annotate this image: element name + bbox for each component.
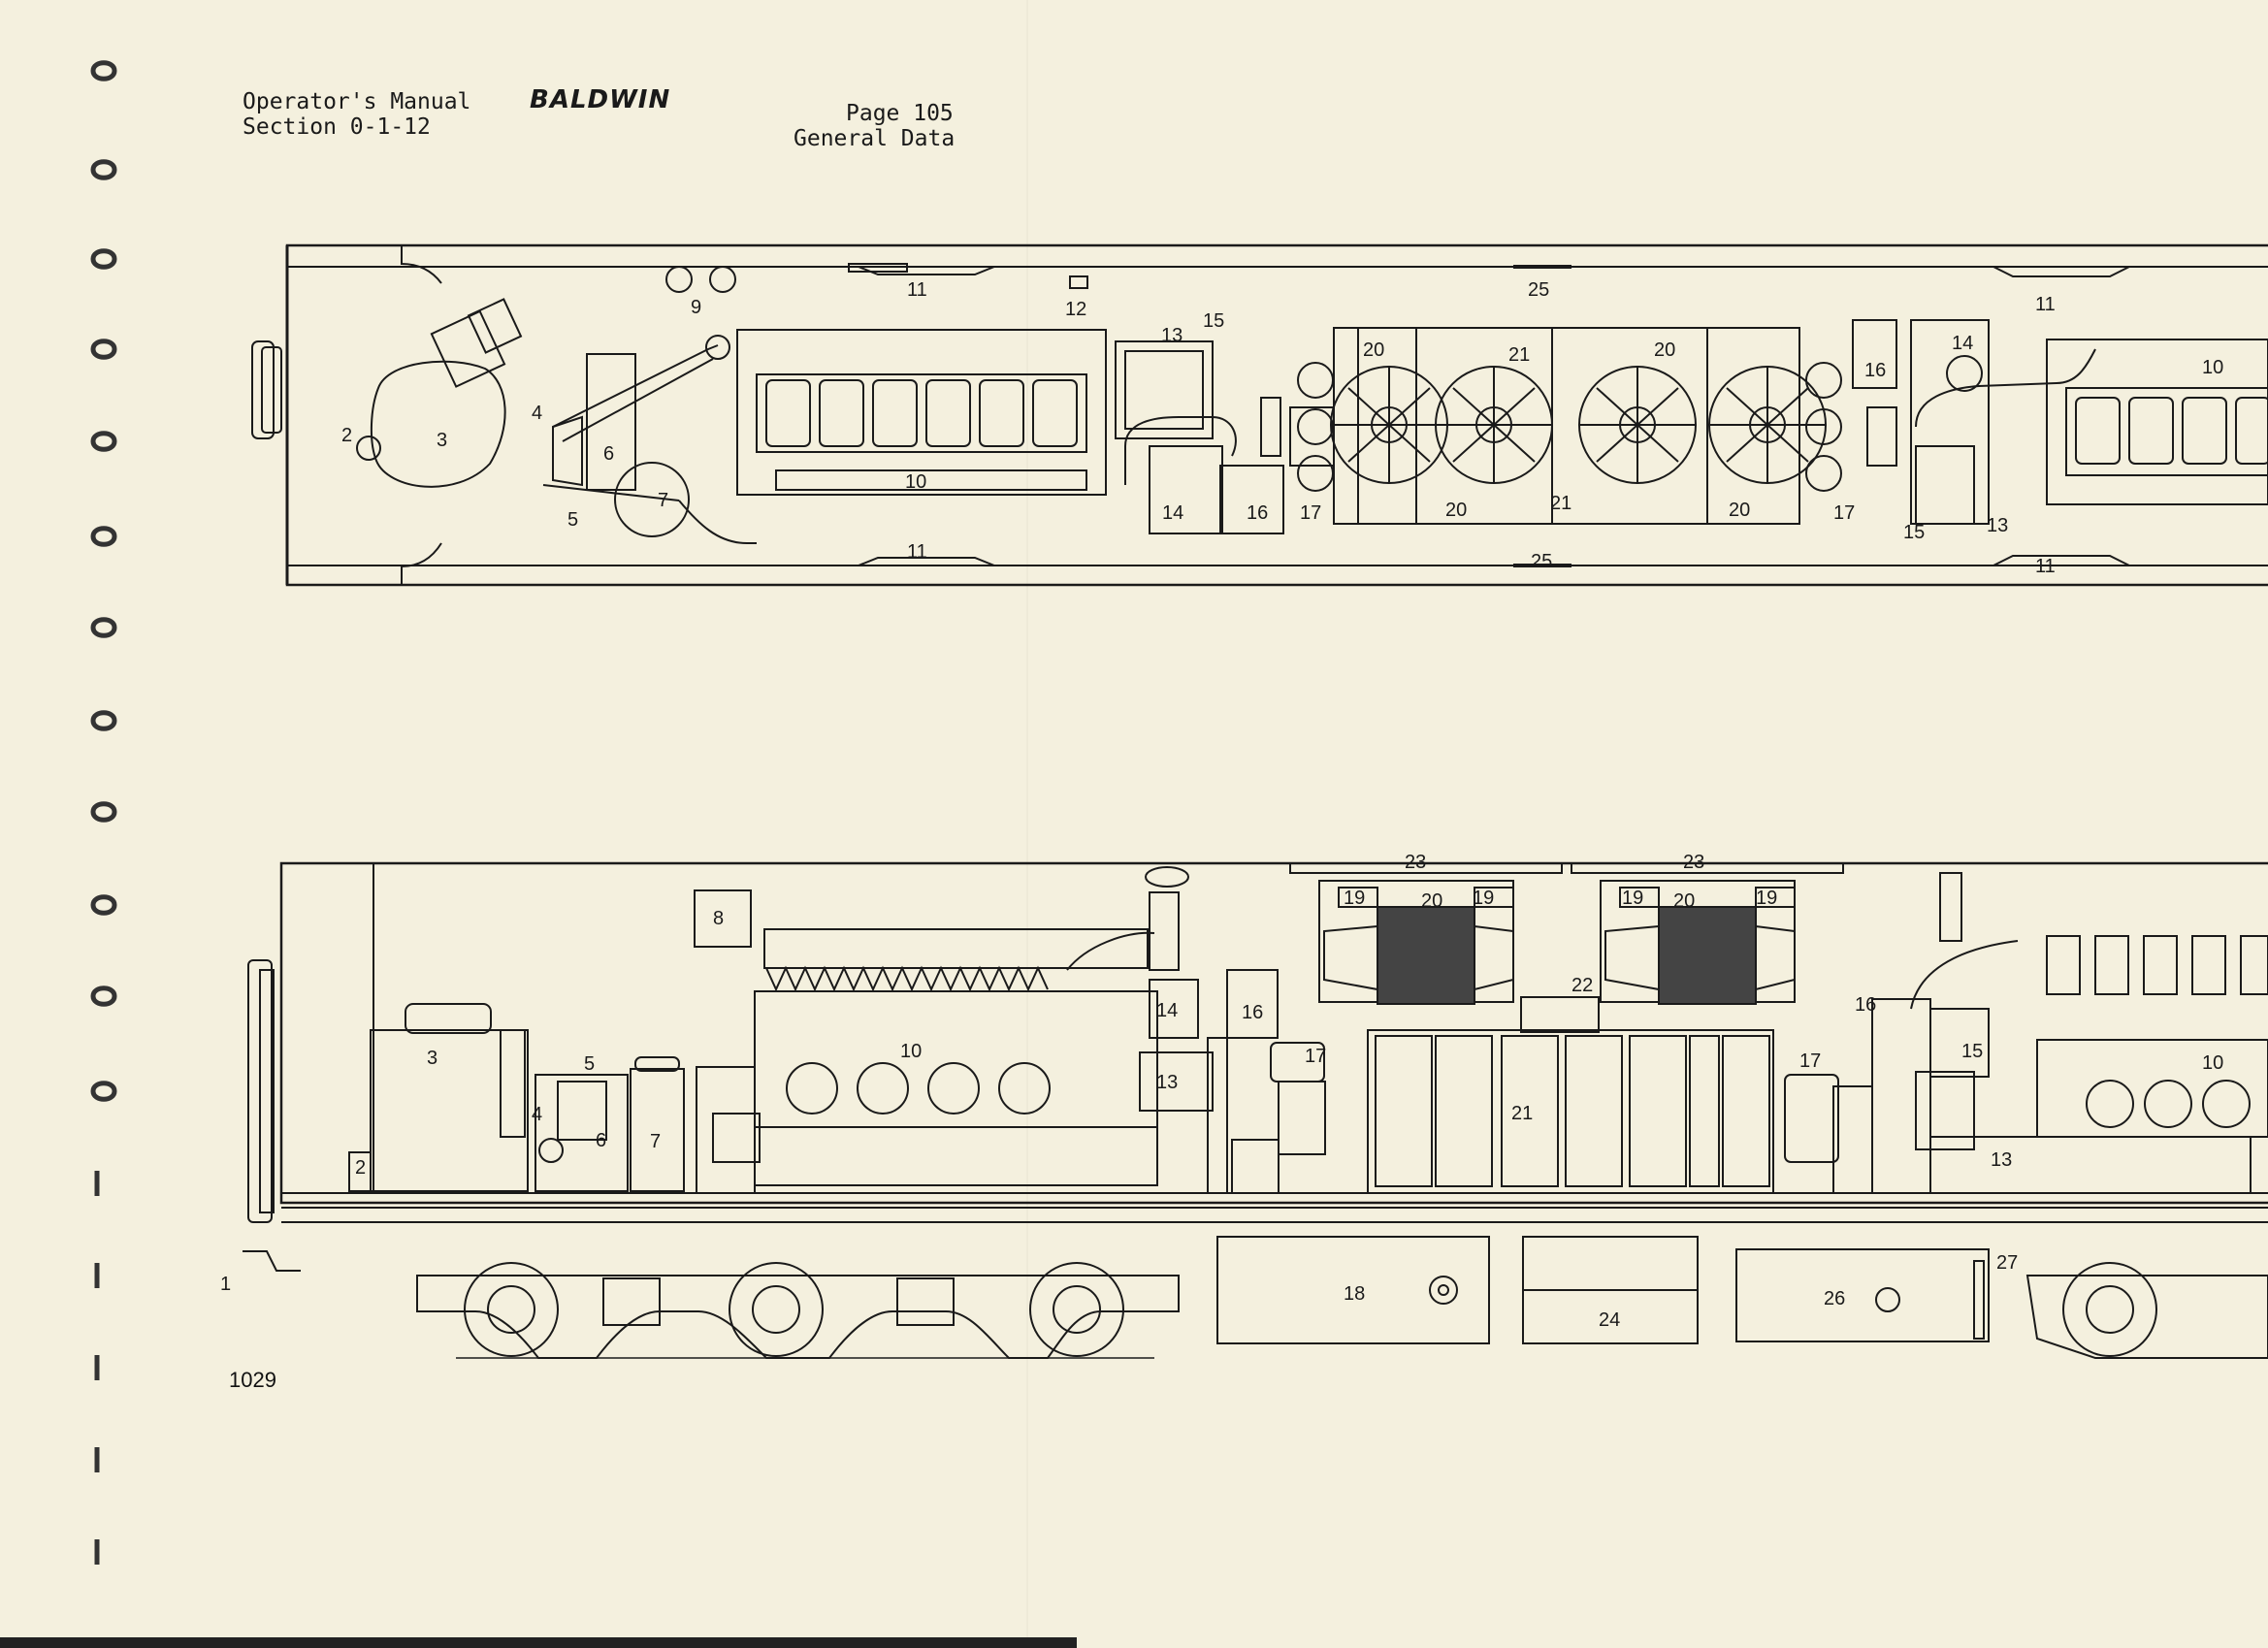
elevation-label: 10 [2202,1052,2223,1074]
binding-ring [90,60,117,81]
plan-label: 16 [1864,360,1886,381]
plan-label: 9 [691,297,701,318]
front-truck [416,1262,1180,1359]
plan-view [251,243,2268,587]
page-subject: General Data [794,126,956,151]
elevation-label: 10 [900,1041,922,1062]
elevation-label: 18 [1344,1283,1365,1305]
elevation-label: 19 [1473,888,1494,909]
plan-label: 12 [1065,299,1086,320]
plan-label: 20 [1729,500,1750,521]
binding-ring [94,1539,100,1565]
binding-ring [90,431,117,452]
elevation-label: 27 [1996,1252,2018,1274]
plan-label: 2 [341,425,352,446]
binding-ring [90,526,117,547]
plan-labels: 2 3 4 5 6 7 9 10 11 11 12 13 14 15 16 17… [341,279,2223,577]
elevation-label: 19 [1344,888,1365,909]
elevation-label: 1 [220,1274,231,1295]
brand-logo: BALDWIN [530,85,671,114]
elevation-label: 16 [1855,994,1876,1016]
plan-label: 13 [1987,515,2008,536]
elevation-label: 21 [1511,1103,1533,1124]
plan-label: 17 [1833,502,1855,524]
plan-label: 13 [1161,325,1183,346]
elevation-label: 13 [1156,1072,1178,1093]
plan-label: 5 [567,509,578,531]
binding-ring [90,339,117,360]
plan-label: 16 [1247,502,1268,524]
elevation-label: 14 [1156,1000,1178,1021]
radiator-fans [1330,366,1827,484]
plan-label: 10 [2202,357,2223,378]
elevation-label: 26 [1824,1288,1845,1309]
elevation-labels: 1 2 3 4 5 6 7 8 10 13 14 16 17 18 19 19 … [220,852,2223,1331]
plan-label: 11 [907,279,927,301]
elevation-label: 7 [650,1131,661,1152]
binding-ring [94,1447,100,1472]
binding-ring [90,894,117,916]
elevation-label: 8 [713,908,724,929]
binding-ring [90,801,117,823]
elevation-label: 20 [1673,890,1695,912]
binding-ring [90,159,117,180]
binding-ring [94,1171,100,1196]
plan-label: 14 [1162,502,1183,524]
elevation-label: 19 [1756,888,1777,909]
figure-number: 1029 [229,1368,276,1392]
plan-label: 20 [1654,339,1675,361]
plan-label: 15 [1903,522,1925,543]
elevation-label: 22 [1571,975,1593,996]
elevation-label: 24 [1599,1309,1620,1331]
elevation-label: 23 [1405,852,1426,873]
plan-label: 11 [2035,556,2056,577]
plan-label: 20 [1445,500,1467,521]
plan-label: 25 [1528,279,1549,301]
plan-label: 15 [1203,310,1224,332]
plan-label: 21 [1550,493,1571,514]
binding-ring [90,248,117,270]
elevation-label: 6 [596,1130,606,1151]
elevation-label: 17 [1305,1046,1326,1067]
elevation-label: 2 [355,1157,366,1179]
scan-edge [0,1637,1077,1648]
plan-label: 10 [905,471,926,493]
elevation-label: 20 [1421,890,1442,912]
binding-ring [90,986,117,1007]
binding-ring [90,710,117,731]
binding-ring [90,1081,117,1102]
page-number: Page 105 [846,101,954,126]
section-number: Section 0-1-12 [243,114,431,140]
plan-label: 11 [907,541,927,563]
elevation-label: 15 [1961,1041,1983,1062]
elevation-label: 13 [1991,1149,2012,1171]
plan-label: 21 [1508,344,1530,366]
plan-label: 14 [1952,333,1973,354]
plan-label: 20 [1363,339,1384,361]
plan-label: 11 [2035,294,2056,315]
plan-label: 17 [1300,502,1321,524]
elevation-label: 17 [1799,1050,1821,1072]
elevation-label: 3 [427,1048,437,1069]
binding-ring [94,1263,100,1288]
radiator-cores [1377,906,1757,1005]
elevation-label: 23 [1683,852,1704,873]
binding-ring [94,1355,100,1380]
plan-label: 4 [532,403,542,424]
plan-label: 6 [603,443,614,465]
plan-label: 3 [437,430,447,451]
plan-label: 25 [1531,551,1552,572]
rear-truck [2025,1262,2268,1359]
elevation-label: 5 [584,1053,595,1075]
manual-title: Operator's Manual [243,89,471,114]
elevation-label: 16 [1242,1002,1263,1023]
binding-ring [90,617,117,638]
side-elevation-view [243,861,2268,1359]
plan-label: 7 [658,490,668,511]
elevation-label: 19 [1622,888,1643,909]
elevation-label: 4 [532,1104,542,1125]
